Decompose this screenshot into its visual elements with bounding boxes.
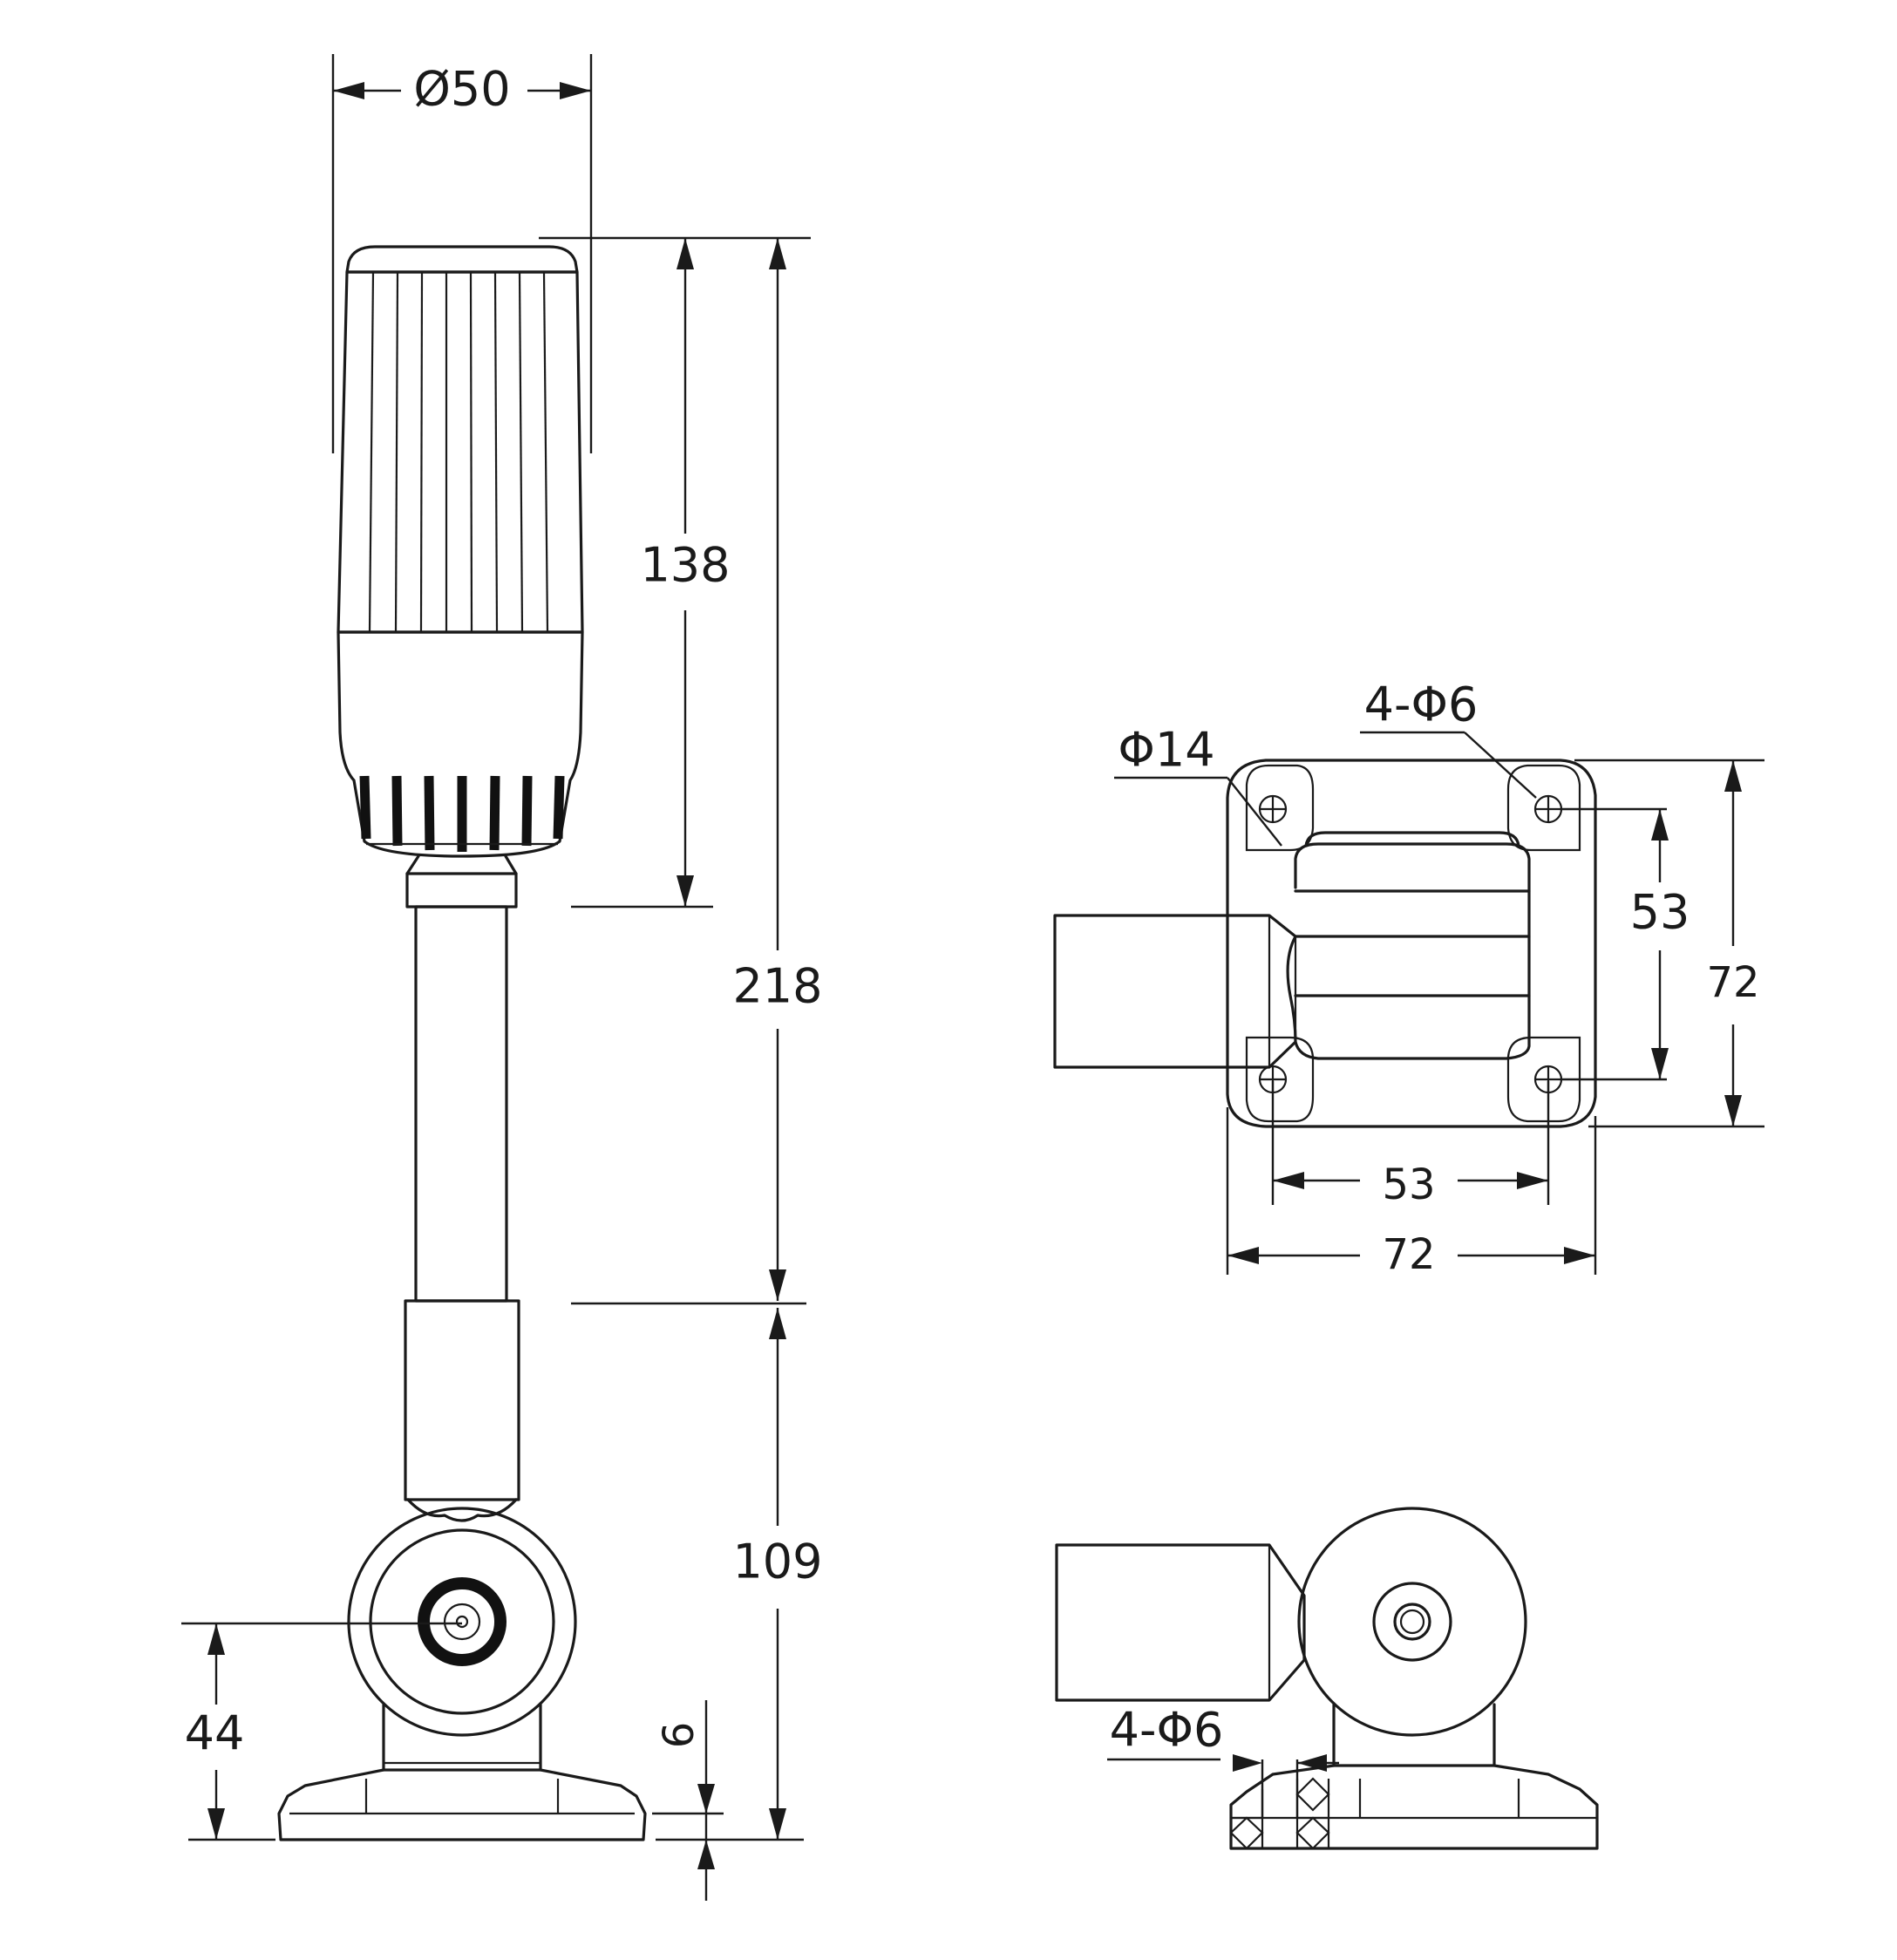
dim-base-width-horizontal: 72 (1226, 1107, 1597, 1279)
side-view (1055, 1507, 1599, 1850)
dim-head-height: 138 (539, 236, 811, 909)
dim-label-pivot-height: 44 (185, 1706, 245, 1761)
pivot-screw-ring (418, 1577, 507, 1666)
pole-sleeve (404, 1299, 520, 1501)
pivot-joint-inner (369, 1528, 555, 1715)
dim-label-head-height: 138 (640, 538, 730, 593)
dim-label-hole-spacing-vertical: 53 (1630, 885, 1690, 940)
dim-plate-thickness: 6 (652, 1700, 724, 1901)
dim-label-base-height: 109 (732, 1535, 822, 1589)
housing (337, 630, 584, 858)
top-view (1053, 759, 1597, 1128)
dim-label-mount-holes-top: 4-Φ6 (1364, 677, 1479, 732)
dim-pivot-height: 44 (181, 1622, 462, 1841)
corner-pad-top-right (1506, 764, 1581, 852)
dim-base-width-vertical: 72 (1574, 759, 1764, 1128)
side-pivot-boss (1372, 1582, 1452, 1662)
dim-label-base-width-vertical: 72 (1706, 958, 1759, 1007)
dim-label-lens-diameter: Ø50 (413, 62, 510, 117)
pivot-joint-outer (347, 1507, 577, 1737)
pole (414, 905, 508, 1303)
front-view (277, 245, 647, 1841)
collar (405, 872, 518, 909)
dim-label-center-hole: Φ14 (1118, 723, 1214, 778)
dim-label-overall-height: 218 (732, 959, 822, 1014)
dim-center-hole: Φ14 (1114, 723, 1282, 847)
side-arm (1055, 1543, 1306, 1702)
corner-pad-bottom-left (1245, 1036, 1315, 1123)
lens-cap (345, 245, 579, 274)
support-legs (382, 1703, 542, 1772)
arm-projection (1053, 914, 1297, 1069)
lens-ribs (368, 271, 549, 633)
side-base (1229, 1764, 1599, 1850)
dim-mount-holes-top: 4-Φ6 (1360, 677, 1537, 799)
housing-vents (359, 775, 565, 852)
dim-hole-spacing-horizontal: 53 (1271, 1081, 1550, 1209)
base-plate (277, 1768, 647, 1841)
dim-label-plate-thickness: 6 (655, 1722, 704, 1749)
side-hatched-holes (1229, 1777, 1330, 1850)
corner-pad-bottom-right (1506, 1036, 1581, 1123)
dim-hole-spacing-vertical: 53 (1560, 807, 1690, 1081)
dim-mount-holes-side: 4-Φ6 (1107, 1703, 1339, 1818)
dim-lens-diameter: Ø50 (331, 54, 593, 453)
pivot-screw (443, 1603, 481, 1641)
side-legs (1332, 1703, 1496, 1767)
corner-pad-top-left (1245, 764, 1315, 852)
side-pivot (1297, 1507, 1527, 1737)
dim-label-mount-holes-side: 4-Φ6 (1110, 1703, 1224, 1758)
pivot-housing-top (1304, 831, 1520, 847)
dim-overall-height: 218 (571, 238, 823, 1305)
dim-base-height: 109 (656, 1308, 823, 1841)
dim-label-hole-spacing-horizontal: 53 (1382, 1160, 1435, 1209)
dim-label-base-width-horizontal: 72 (1382, 1230, 1435, 1279)
